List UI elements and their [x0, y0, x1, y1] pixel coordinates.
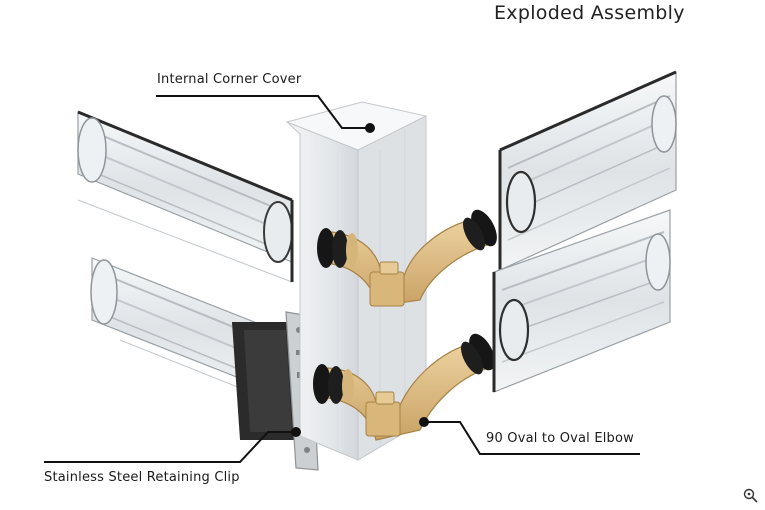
label-oval-elbow: 90 Oval to Oval Elbow [486, 431, 634, 446]
left-upper-glass-profile [77, 110, 294, 283]
right-lower-glass-profile [492, 209, 671, 393]
diagram-title: Exploded Assembly [494, 2, 685, 24]
magnifier-icon [743, 488, 758, 503]
leader-corner-cover [156, 95, 375, 133]
label-internal-corner-cover: Internal Corner Cover [157, 72, 302, 87]
leader-elbow [419, 417, 640, 455]
label-retaining-clip: Stainless Steel Retaining Clip [44, 470, 240, 485]
upper-elbow [317, 209, 497, 307]
retaining-clip [232, 311, 319, 471]
right-upper-glass-profile [498, 70, 677, 271]
leader-clip [44, 427, 301, 463]
lower-elbow [313, 333, 495, 441]
